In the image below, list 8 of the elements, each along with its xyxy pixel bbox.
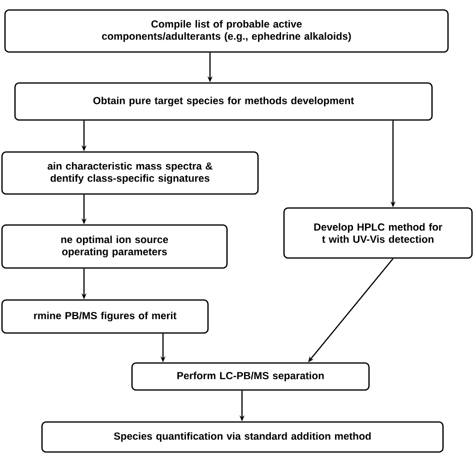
process-box: Obtain pure target species for methods development <box>14 82 433 121</box>
process-box: rmine PB/MS figures of merit <box>1 299 209 334</box>
process-box: Develop HPLC method for t with UV-Vis detection <box>283 207 473 259</box>
process-box: Perform LC-PB/MS separation <box>131 362 370 391</box>
process-box: Species quantification via standard addition method <box>41 421 444 453</box>
process-box: Compile list of probable active components/adulterants (e.g., ephedrine alkaloids) <box>4 9 449 53</box>
process-box: ain characteristic mass spectra & dentify class-specific signatures <box>1 151 259 195</box>
process-box: ne optimal ion source operating parameters <box>1 224 228 269</box>
